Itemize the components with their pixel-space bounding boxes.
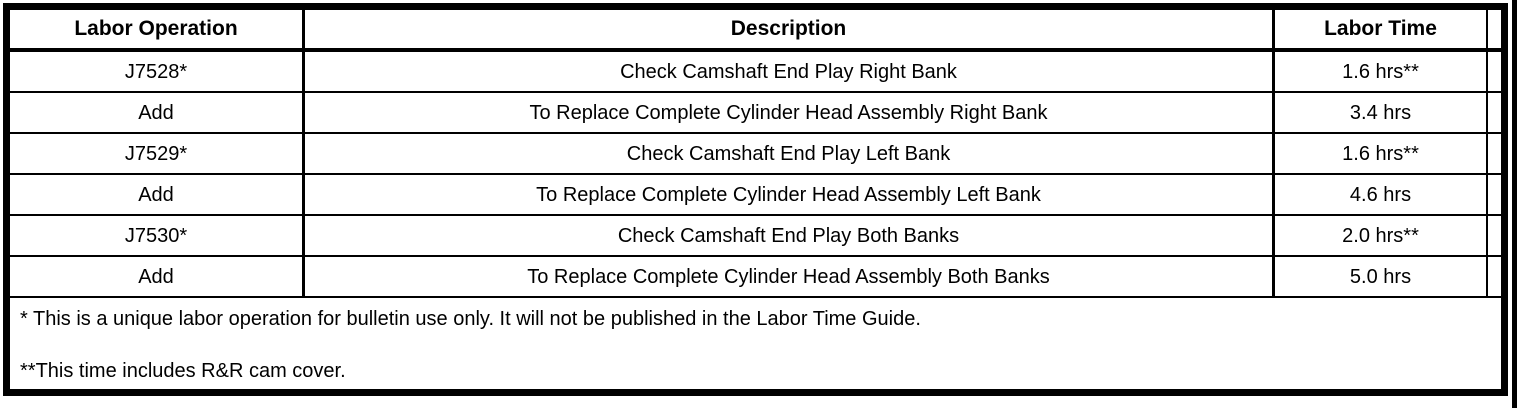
header-cell-labor-operation: Labor Operation — [10, 10, 305, 52]
cell-operation: J7530* — [10, 216, 305, 257]
footnote-unique-labor-operation: * This is a unique labor operation for b… — [20, 308, 921, 330]
header-cell-description: Description — [305, 10, 1275, 52]
cell-labor-time: 5.0 hrs — [1275, 257, 1488, 298]
cell-labor-time: 3.4 hrs — [1275, 93, 1488, 134]
cell-spacer — [1488, 175, 1501, 216]
cell-operation: J7528* — [10, 52, 305, 93]
cell-spacer — [1488, 134, 1501, 175]
cell-labor-time: 1.6 hrs** — [1275, 52, 1488, 93]
cell-spacer — [1488, 52, 1501, 93]
cell-description: To Replace Complete Cylinder Head Assemb… — [305, 257, 1275, 298]
cell-description: To Replace Complete Cylinder Head Assemb… — [305, 93, 1275, 134]
header-cell-spacer — [1488, 10, 1501, 52]
table-outer-frame: Labor Operation Description Labor Time J… — [3, 3, 1508, 396]
cell-spacer — [1488, 216, 1501, 257]
cell-labor-time: 4.6 hrs — [1275, 175, 1488, 216]
cell-operation: Add — [10, 93, 305, 134]
cell-description: Check Camshaft End Play Right Bank — [305, 52, 1275, 93]
cell-labor-time: 2.0 hrs** — [1275, 216, 1488, 257]
cell-description: Check Camshaft End Play Both Banks — [305, 216, 1275, 257]
footnote-rr-cam-cover: **This time includes R&R cam cover. — [20, 360, 346, 382]
cell-operation: J7529* — [10, 134, 305, 175]
cell-operation: Add — [10, 257, 305, 298]
cell-labor-time: 1.6 hrs** — [1275, 134, 1488, 175]
cell-operation: Add — [10, 175, 305, 216]
cell-spacer — [1488, 257, 1501, 298]
cell-spacer — [1488, 93, 1501, 134]
footnotes: * This is a unique labor operation for b… — [10, 298, 1501, 389]
cell-description: Check Camshaft End Play Left Bank — [305, 134, 1275, 175]
scan-edge-line — [1512, 0, 1517, 408]
header-cell-labor-time: Labor Time — [1275, 10, 1488, 52]
labor-time-table: Labor Operation Description Labor Time J… — [10, 10, 1501, 389]
cell-description: To Replace Complete Cylinder Head Assemb… — [305, 175, 1275, 216]
